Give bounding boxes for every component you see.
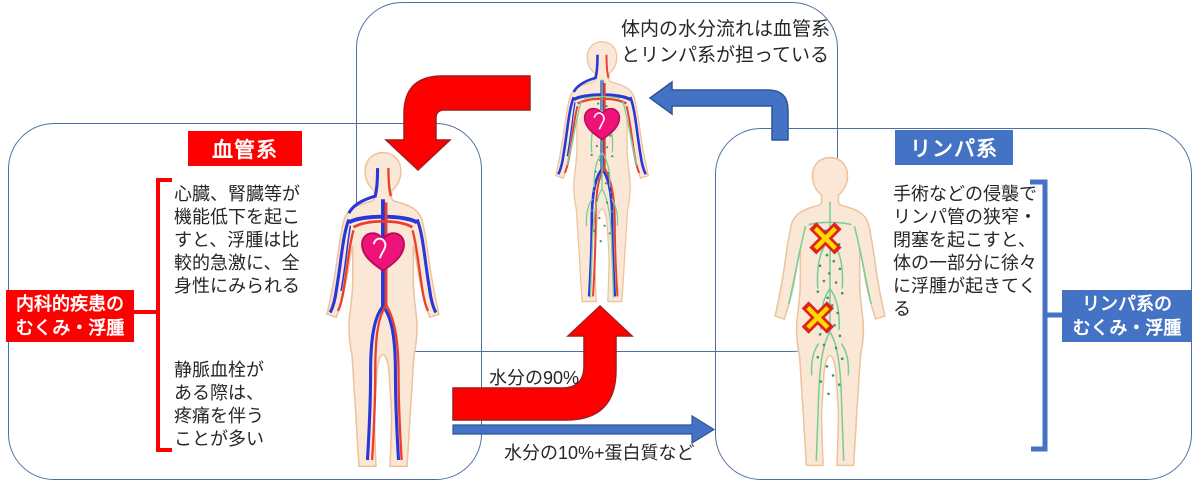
vascular-system-header: 血管系 xyxy=(188,131,302,166)
x-blockage-icon xyxy=(816,229,834,247)
vascular-note-1: 心臓、腎臓等が 機能低下を起こ すと、浮腫は比 較的急激に、全 身性にみられる xyxy=(174,184,300,296)
lymph-system-header: リンパ系 xyxy=(895,130,1013,165)
lymph-note: 手術などの侵襲で リンパ管の狭窄・ 閉塞を起こすと、 体の一部分に徐々 に浮腫が… xyxy=(893,184,1037,319)
human-body-blood-and-lymph-illustration xyxy=(555,41,649,303)
water-10-percent-label: 水分の10%+蛋白質など xyxy=(504,443,695,463)
vascular-edema-label: 内科的疾患の むくみ・浮腫 xyxy=(6,290,134,342)
x-blockage-icon xyxy=(809,308,827,326)
lymph-edema-label: リンパ系の むくみ・浮腫 xyxy=(1062,290,1192,342)
vascular-note-2: 静脈血栓が ある際は、 疼痛を伴う ことが多い xyxy=(174,360,264,449)
center-panel-caption: 体内の水分流れは血管系 とリンパ系が担っている xyxy=(621,19,831,66)
human-body-lymph-vessels-illustration xyxy=(774,156,886,467)
water-90-percent-label: 水分の90% xyxy=(489,368,580,388)
human-body-blood-vessels-illustration xyxy=(326,151,440,468)
